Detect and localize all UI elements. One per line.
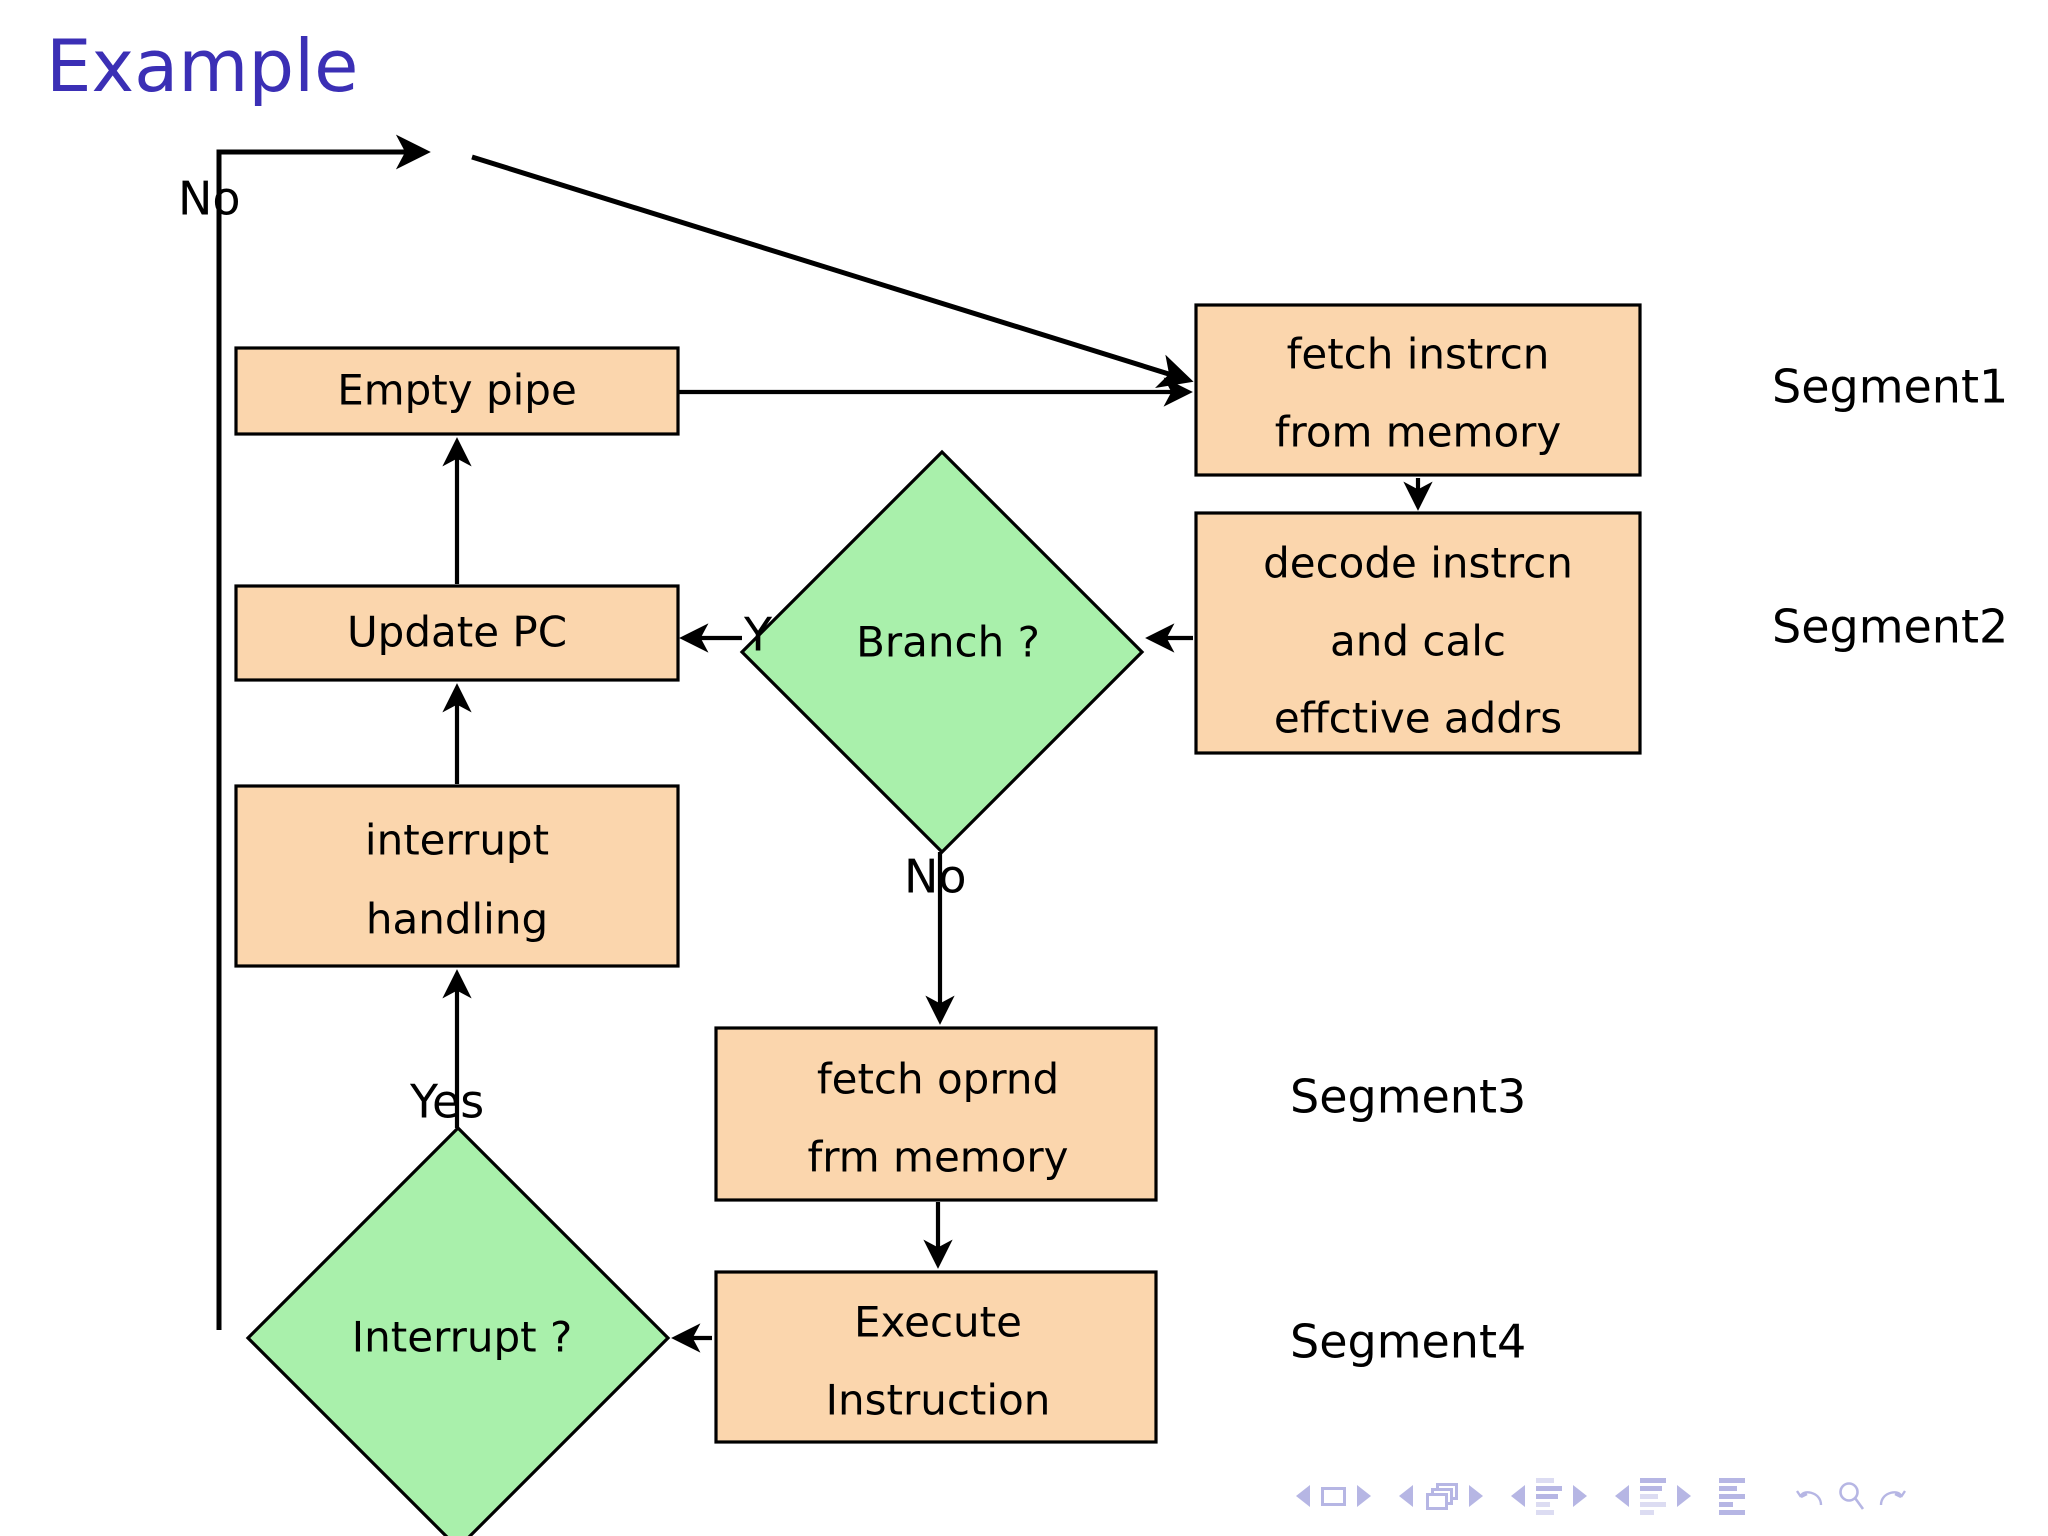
node-interrupt-decision-label: Interrupt ? xyxy=(352,1313,573,1362)
page-title: Example xyxy=(46,24,359,108)
annotation-segment2: Segment2 xyxy=(1772,600,2008,654)
node-interrupt-handling-label-line2: handling xyxy=(366,895,548,944)
node-fetch-operand-label-line2: frm memory xyxy=(807,1133,1068,1182)
single-frame-icon[interactable] xyxy=(1321,1486,1346,1506)
next-subsection-icon[interactable] xyxy=(1573,1485,1587,1507)
beamer-navigation-bar[interactable] xyxy=(1296,1468,2016,1524)
node-fetch-operand-label-line1: fetch oprnd xyxy=(817,1055,1059,1104)
node-branch-decision-label: Branch ? xyxy=(856,618,1040,667)
node-update-pc-label: Update PC xyxy=(347,608,567,657)
node-interrupt-handling-label-line1: interrupt xyxy=(365,816,549,865)
annotation-segment3: Segment3 xyxy=(1290,1070,1526,1124)
edge-label-branch-yes: Y xyxy=(743,608,773,662)
go-forward-icon[interactable] xyxy=(1873,1479,1907,1513)
utility-icons-group xyxy=(1795,1479,1907,1513)
previous-slide-icon[interactable] xyxy=(1296,1485,1310,1507)
annotation-segment1: Segment1 xyxy=(1772,360,2008,414)
node-fetch-instruction-label-line2: from memory xyxy=(1275,408,1562,457)
node-branch-decision[interactable]: Branch ? xyxy=(739,449,1145,855)
previous-section-icon[interactable] xyxy=(1615,1485,1629,1507)
node-interrupt-handling[interactable]: interrupt handling xyxy=(234,784,680,968)
previous-subsection-icon[interactable] xyxy=(1511,1485,1525,1507)
next-section-icon[interactable] xyxy=(1677,1485,1691,1507)
node-fetch-instruction[interactable]: fetch instrcn from memory xyxy=(1194,303,1642,477)
subsection-bars-icon[interactable] xyxy=(1536,1477,1562,1515)
node-execute-instruction-label-line1: Execute xyxy=(854,1298,1022,1347)
section-navigation-group xyxy=(1615,1477,1691,1515)
stacked-frames-icon[interactable] xyxy=(1424,1482,1458,1510)
annotation-segment4: Segment4 xyxy=(1290,1315,1526,1369)
edge-label-interrupt-yes: Yes xyxy=(409,1075,484,1129)
frame-navigation-group xyxy=(1399,1482,1483,1510)
node-execute-instruction[interactable]: Execute Instruction xyxy=(714,1270,1158,1444)
document-bars-icon[interactable] xyxy=(1719,1477,1745,1515)
node-execute-instruction-label-line2: Instruction xyxy=(826,1376,1051,1425)
node-decode-instruction[interactable]: decode instrcn and calc effctive addrs xyxy=(1194,511,1642,755)
node-decode-instruction-label-line2: and calc xyxy=(1330,617,1506,666)
node-empty-pipe-label: Empty pipe xyxy=(337,366,577,415)
previous-frame-icon[interactable] xyxy=(1399,1485,1413,1507)
edge-loop-to-fetch-instrcn xyxy=(471,154,1194,389)
node-fetch-instruction-label-line1: fetch instrcn xyxy=(1287,330,1550,379)
next-frame-icon[interactable] xyxy=(1469,1485,1483,1507)
subsection-navigation-group xyxy=(1511,1477,1587,1515)
find-icon[interactable] xyxy=(1835,1479,1867,1513)
node-fetch-operand[interactable]: fetch oprnd frm memory xyxy=(714,1026,1158,1202)
node-empty-pipe[interactable]: Empty pipe xyxy=(234,346,680,436)
edge-interrupt-no-loop xyxy=(216,134,431,1330)
edge-label-branch-no: No xyxy=(904,850,967,904)
slide-navigation-group xyxy=(1296,1485,1371,1507)
go-back-icon[interactable] xyxy=(1795,1479,1829,1513)
node-interrupt-decision[interactable]: Interrupt ? xyxy=(245,1125,671,1536)
next-slide-icon[interactable] xyxy=(1357,1485,1371,1507)
node-update-pc[interactable]: Update PC xyxy=(234,584,680,682)
node-decode-instruction-label-line1: decode instrcn xyxy=(1263,539,1573,588)
node-decode-instruction-label-line3: effctive addrs xyxy=(1274,694,1562,743)
section-bars-icon[interactable] xyxy=(1640,1477,1666,1515)
edge-label-no-loop: No xyxy=(178,172,241,226)
